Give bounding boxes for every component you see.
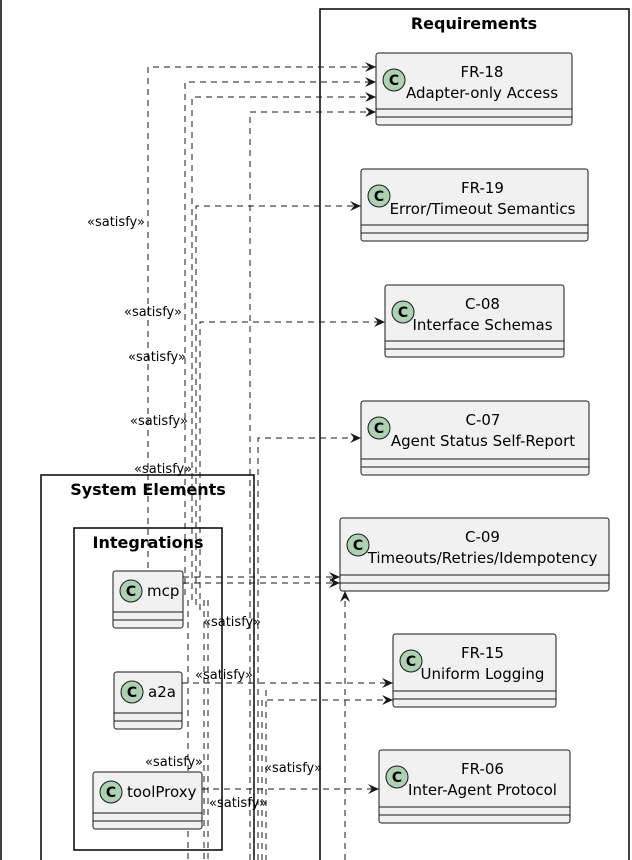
requirement-fr-19-class-icon-letter: C: [374, 189, 384, 205]
satisfy-label: «satisfy»: [209, 796, 267, 811]
satisfy-label: «satisfy»: [264, 761, 322, 776]
requirement-c-08-class-icon: [391, 300, 415, 324]
integration-toolproxy-name: toolProxy: [127, 783, 197, 801]
satisfy-label: «satisfy»: [124, 305, 182, 320]
satisfy-label: «satisfy»: [87, 215, 145, 230]
requirement-fr-06-id: FR-06: [461, 760, 504, 778]
requirement-fr-18-id: FR-18: [461, 63, 504, 81]
requirement-c-09-class-icon-letter: C: [353, 538, 363, 554]
requirement-fr-15-id: FR-15: [461, 644, 504, 662]
requirement-c-07-class-icon: [367, 416, 391, 440]
requirement-c-08-class-icon-letter: C: [398, 305, 408, 321]
satisfy-label: «satisfy»: [130, 414, 188, 429]
requirement-fr-19-box: [360, 168, 589, 242]
integration-a2a-name: a2a: [148, 683, 176, 701]
requirement-fr-18-box: [375, 52, 573, 126]
satisfy-edge-to-fr-19: [195, 201, 361, 605]
satisfy-label: «satisfy»: [195, 668, 253, 683]
satisfy-edge-to-c-08: [199, 317, 385, 610]
requirement-c-08-id: C-08: [465, 295, 500, 313]
requirement-c-07-id: C-07: [466, 411, 501, 429]
integration-a2a-class-icon: [120, 680, 144, 704]
satisfy-label: «satisfy»: [145, 755, 203, 770]
integration-mcp-name: mcp: [147, 582, 179, 600]
satisfy-edge-to-fr-18: [191, 92, 376, 600]
requirement-c-07-class-icon-letter: C: [374, 421, 384, 437]
satisfy-label: «satisfy»: [128, 350, 186, 365]
requirement-c-07-name: Agent Status Self-Report: [391, 432, 575, 450]
satisfy-label: «satisfy»: [134, 462, 192, 477]
satisfy-label: «satisfy»: [203, 615, 261, 630]
requirement-fr-06-name: Inter-Agent Protocol: [408, 781, 557, 799]
requirement-fr-06-class-icon-letter: C: [392, 770, 402, 786]
requirement-c-09-name: Timeouts/Retries/Idempotency: [367, 549, 598, 567]
satisfy-edge-to-c-07: [257, 433, 361, 860]
satisfy-edge-to-fr-18: [147, 62, 376, 590]
integration-toolproxy-class-icon-letter: C: [106, 785, 116, 801]
requirement-c-08-box: [384, 284, 565, 358]
requirement-fr-15-class-icon: [399, 649, 423, 673]
package-requirements: Requirements: [319, 8, 630, 860]
satisfy-edges: [147, 62, 393, 860]
requirement-fr-19-name: Error/Timeout Semantics: [390, 200, 576, 218]
requirement-fr-18-class-icon: [382, 68, 406, 92]
requirement-fr-18-name: Adapter-only Access: [406, 84, 558, 102]
integration-mcp-class-icon: [119, 579, 143, 603]
requirement-fr-19-class-icon: [367, 184, 391, 208]
requirement-fr-19-id: FR-19: [461, 179, 504, 197]
satisfy-labels: «satisfy» «satisfy» «satisfy» «satisfy» «sat…: [87, 215, 322, 811]
satisfy-edge-to-fr-18: [184, 77, 376, 595]
package-requirements-title: Requirements: [411, 14, 537, 33]
requirement-c-09-id: C-09: [465, 528, 500, 546]
requirement-c-09-box: [339, 517, 610, 592]
integration-a2a-class-icon-letter: C: [127, 685, 137, 701]
requirement-fr-15-name: Uniform Logging: [421, 665, 545, 683]
integration-mcp-class-icon-letter: C: [126, 584, 136, 600]
requirement-fr-15-box: [392, 633, 557, 708]
requirement-c-08-name: Interface Schemas: [412, 316, 552, 334]
requirement-fr-18-class-icon-letter: C: [389, 73, 399, 89]
satisfy-edge-to-fr-15: [261, 695, 393, 860]
requirement-fr-15-class-icon-letter: C: [406, 654, 416, 670]
requirement-c-07-box: [360, 400, 590, 476]
satisfy-edge-to-fr-18: [249, 107, 376, 860]
requirement-c-09-class-icon: [346, 533, 370, 557]
requirement-fr-06-class-icon: [385, 765, 409, 789]
integration-toolproxy-class-icon: [99, 780, 123, 804]
requirement-fr-06-box: [378, 749, 571, 824]
